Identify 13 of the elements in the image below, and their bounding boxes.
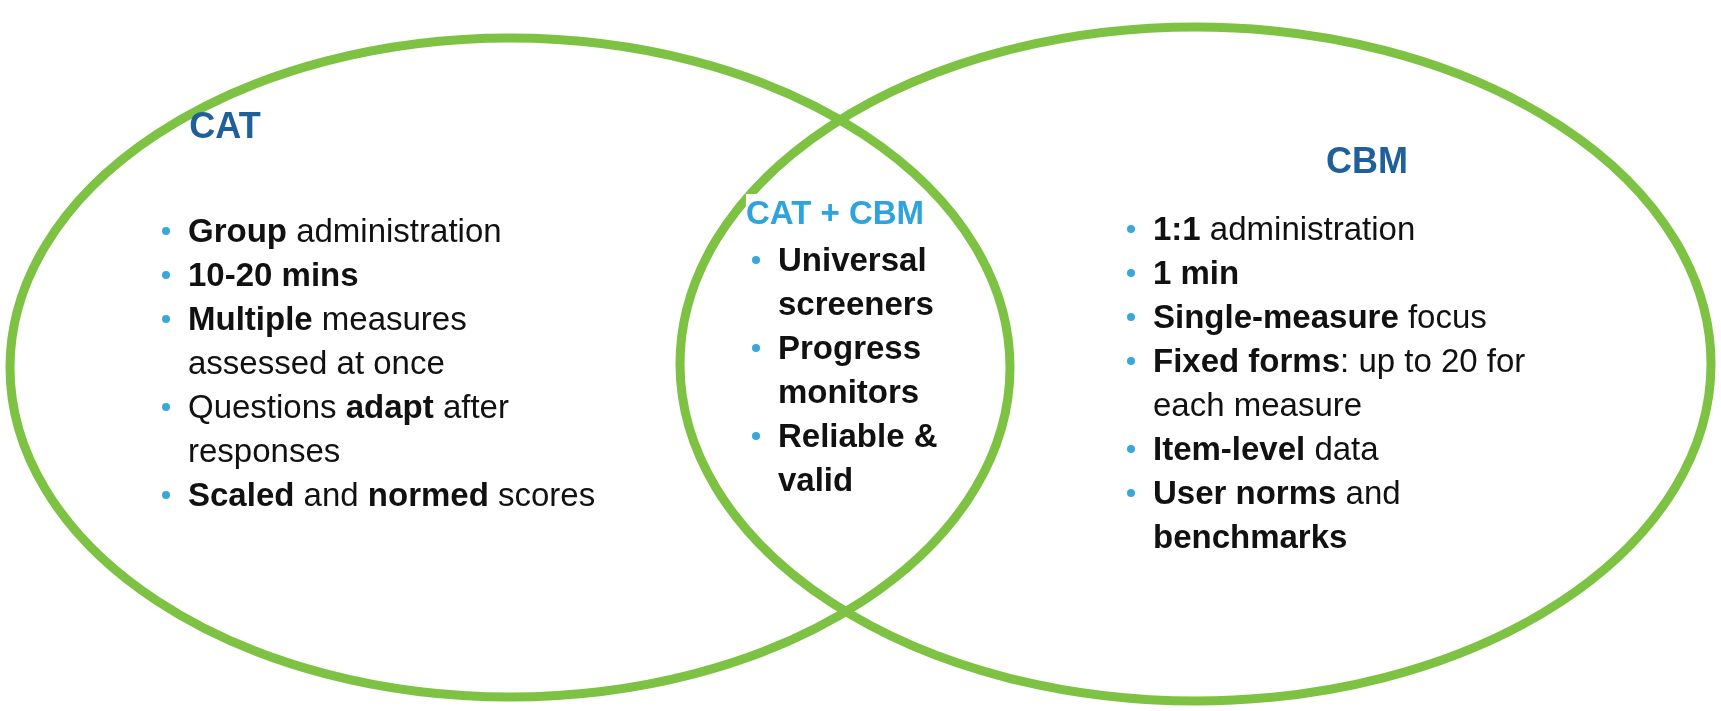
set-heading: CAT (189, 105, 261, 147)
bullet-text: Item-level data (1153, 430, 1379, 467)
bullet-text: Group administration (188, 212, 502, 249)
bullet-text: 1:1 administration (1153, 210, 1416, 247)
bullet-text: Universal screeners (778, 241, 934, 322)
bullet-text: Progress monitors (778, 329, 922, 410)
bullet-text: 10-20 mins (188, 256, 359, 293)
set-heading: CBM (1326, 140, 1408, 182)
bullet-text: 1 min (1153, 254, 1240, 291)
bullet-text: Scaled and normed scores (188, 476, 596, 513)
bullet-text: User norms and benchmarks (1153, 474, 1401, 555)
bullet-text: Single-measure focus (1153, 298, 1487, 335)
bullet-text: Reliable & valid (778, 417, 938, 498)
